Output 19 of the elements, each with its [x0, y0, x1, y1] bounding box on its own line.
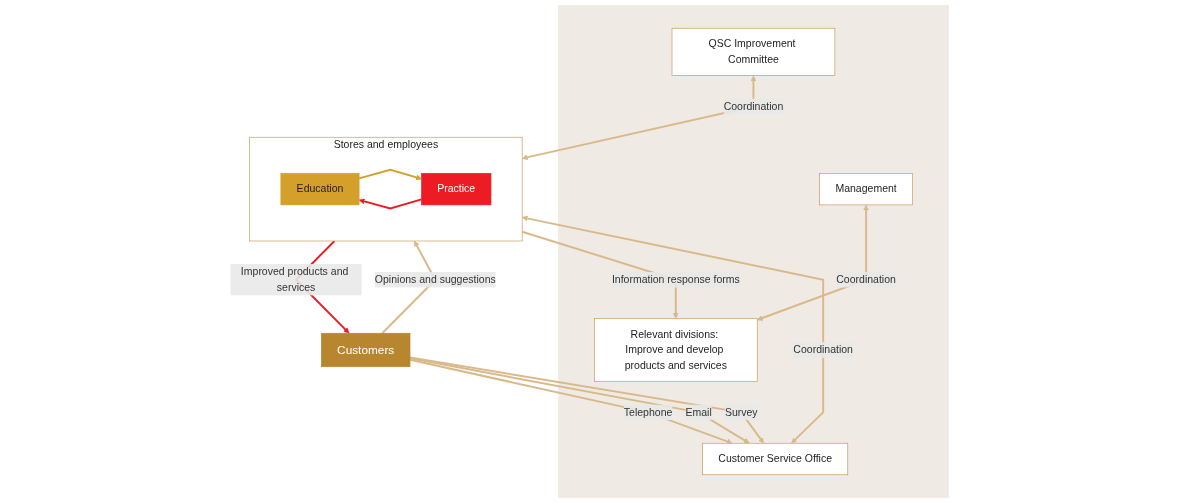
node-box: Education: [280, 173, 360, 206]
edge-label: Coordination: [836, 273, 896, 285]
arrow: [358, 198, 423, 210]
node-box: Practice: [421, 173, 492, 206]
edge-label: Telephone: [623, 406, 673, 418]
edge-label: Improved products and services: [240, 265, 349, 293]
edge-label: Coordination: [793, 344, 853, 356]
node-box: QSC Improvement Committee: [671, 27, 836, 76]
edge-label: Coordination: [723, 100, 784, 112]
edge-label: Survey: [724, 406, 758, 418]
node-box: Customers: [321, 332, 411, 368]
edge-label: Email: [685, 406, 712, 418]
node-box: Management: [819, 173, 913, 206]
node-box: Relevant divisions: Improve and develop products and services: [594, 318, 758, 382]
arrow: [358, 168, 422, 181]
edge-label: Opinions and suggestions: [374, 273, 496, 285]
edge-label: Information response forms: [611, 273, 740, 285]
node-box: Customer Service Office: [702, 442, 849, 476]
cluster: [557, 4, 949, 499]
